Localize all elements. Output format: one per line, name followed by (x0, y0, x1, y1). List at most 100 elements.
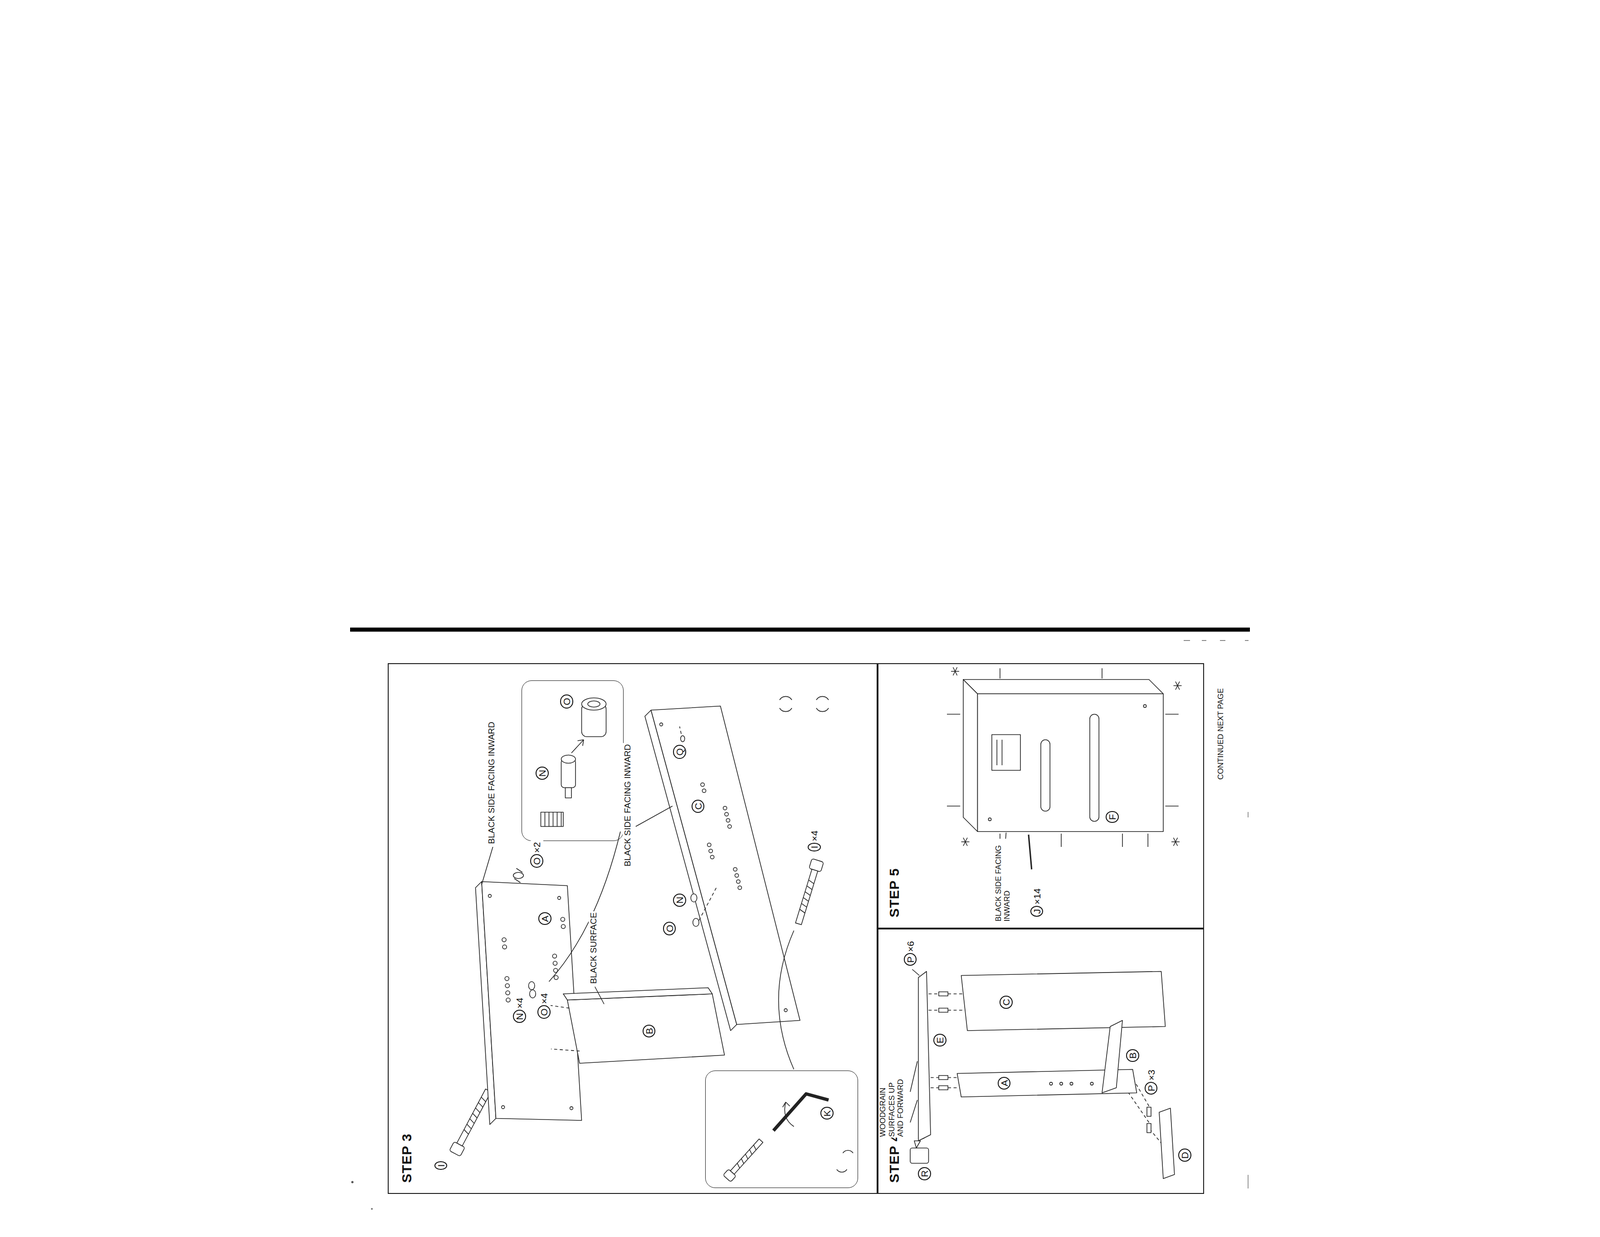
part-letter: A (998, 1073, 1011, 1091)
step4-drawing (910, 969, 1175, 1179)
scan-marks (1183, 639, 1249, 641)
cam-pin (561, 755, 576, 764)
part-letter: F (1106, 808, 1119, 825)
part-letter: B (1126, 1046, 1140, 1064)
bolt (736, 1144, 758, 1168)
cabinet (963, 679, 1164, 694)
dowels (1146, 1107, 1152, 1117)
board-c (707, 842, 712, 847)
cabinet (991, 734, 1021, 771)
board-a (560, 917, 565, 922)
board-a (1069, 1082, 1073, 1085)
asterisk-marks (1171, 837, 1180, 846)
board-a (561, 924, 566, 929)
board-c (961, 971, 1166, 1031)
glue-bottle (914, 1140, 921, 1148)
board-c (737, 885, 742, 890)
part-count: P×3 (1145, 1068, 1158, 1096)
bolt (795, 868, 818, 925)
asterisk-marks (961, 837, 970, 846)
board-c (734, 873, 739, 878)
board-a (475, 881, 582, 1125)
cabinet (1040, 739, 1050, 812)
part-letter: R (918, 1164, 932, 1182)
board-c (710, 854, 714, 859)
step-panel: STEP 3NOK (387, 663, 878, 1194)
glue-bottle (910, 1147, 929, 1164)
board-c (700, 782, 705, 787)
instruction-note: WOODGRAIN SURFACES UP AND FORWARD (878, 1070, 906, 1138)
board-a (554, 975, 559, 980)
leader-line (910, 1061, 918, 1123)
board-e (918, 971, 931, 1142)
board-c (736, 879, 741, 883)
pointer-curve (778, 930, 795, 1070)
board-a (1049, 1082, 1053, 1085)
part-count: P×6 (904, 939, 918, 968)
dowel (513, 868, 524, 883)
instruction-note: BLACK SIDE FACING INWARD (622, 742, 633, 868)
part-letter: O (560, 691, 574, 710)
guide-line (698, 887, 717, 921)
board-a (488, 894, 492, 898)
cam-pin (565, 787, 572, 799)
board-a (1059, 1082, 1063, 1085)
part-count: I×4 (808, 829, 821, 854)
rotated-sheet: STEP 3NOKSTEP 4STEP 5IBLACK SIDE FACING … (387, 663, 1235, 1194)
board-c (724, 812, 729, 816)
rule-bar (350, 627, 1250, 632)
part-letter: N (673, 890, 687, 908)
scan-marks (1247, 811, 1249, 1189)
scan-dot (370, 1207, 373, 1210)
board-c (784, 1008, 788, 1012)
part-letter: C (1000, 992, 1013, 1010)
step-heading: STEP 4 (886, 1133, 903, 1183)
part-letter: C (692, 796, 705, 815)
board-a (1090, 1082, 1093, 1085)
board-c (733, 867, 737, 871)
stripe-block (545, 812, 562, 827)
board-e (918, 971, 931, 1142)
part-count: O×2 (530, 840, 544, 869)
board-c (651, 706, 801, 1025)
board-c (727, 824, 732, 829)
detail-inset: NO (521, 680, 624, 841)
board-b (563, 987, 725, 1064)
cabinet (1143, 704, 1147, 708)
instruction-note: BLACK SIDE FACING INWARD (486, 720, 497, 845)
board-b (1102, 1020, 1123, 1093)
instruction-note: BLACK SIDE FACING INWARD (994, 839, 1012, 923)
board-a (553, 960, 558, 966)
bolt (449, 1087, 494, 1157)
step-heading: STEP 3 (399, 1133, 415, 1183)
step5-drawing (946, 667, 1182, 870)
cabinet (996, 739, 1002, 766)
part-count: J×14 (1030, 886, 1044, 918)
part-letter: I (434, 1158, 448, 1172)
part-letter: K (820, 1103, 834, 1121)
cam-pin (561, 755, 576, 799)
arrow (571, 739, 584, 753)
part-letter: O (663, 918, 677, 937)
leader-line (912, 969, 920, 976)
step-panel: STEP 4 (877, 928, 1205, 1194)
cam-lock (581, 697, 607, 711)
part-letter: A (538, 909, 552, 927)
board-c (644, 706, 800, 1031)
asterisk-marks (951, 667, 1182, 846)
cabinet (1089, 714, 1099, 822)
decor-marks (779, 696, 829, 712)
part-letter: D (1178, 1145, 1192, 1163)
dowels (1146, 1123, 1152, 1133)
board-a (502, 937, 507, 942)
bolt (792, 858, 825, 926)
pointer-curve (549, 831, 621, 982)
dowel (690, 893, 698, 903)
detail-inset: K (705, 1070, 859, 1188)
board-b (1102, 1020, 1123, 1093)
board-c (723, 805, 727, 810)
cabinet (963, 679, 1164, 832)
bolt (463, 1097, 487, 1135)
step3-drawing (449, 696, 854, 1182)
